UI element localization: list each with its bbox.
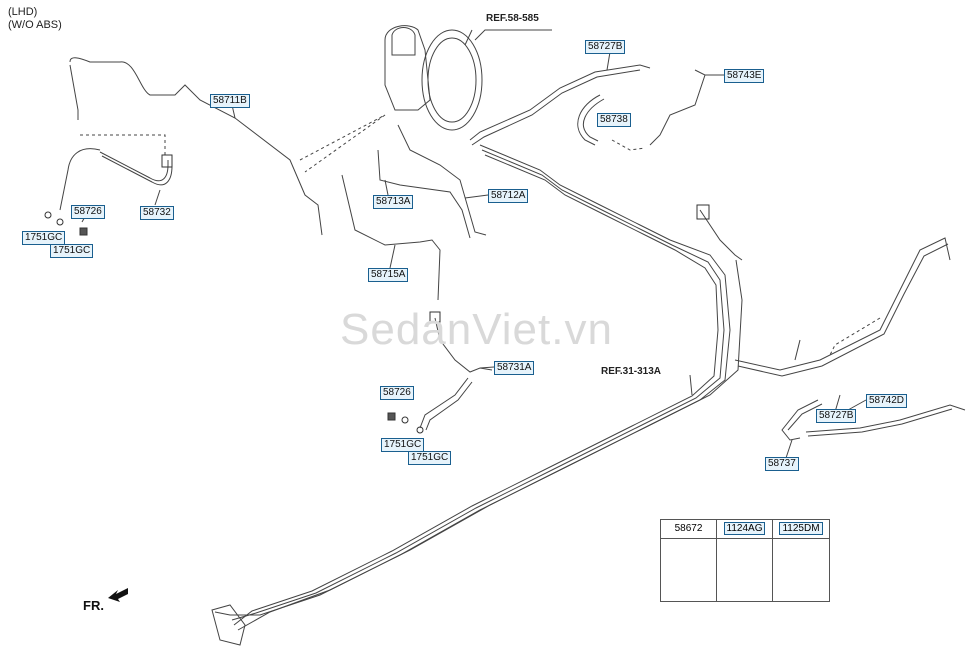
line-bracket (211, 604, 246, 646)
parts-table-col-1124AG: 1124AG (717, 520, 773, 601)
part-label-58726-left[interactable]: 58726 (71, 205, 105, 219)
parts-table-header-1125DM[interactable]: 1125DM (779, 522, 823, 535)
main-brake-lines (214, 144, 731, 616)
part-label-1751GC-b[interactable]: 1751GC (50, 244, 94, 258)
part-label-58743E[interactable]: 58743E (724, 69, 765, 83)
part-label-58738[interactable]: 58738 (597, 113, 631, 127)
part-label-58713A[interactable]: 58713A (373, 195, 414, 209)
part-label-58711B[interactable]: 58711B (210, 94, 250, 108)
part-label-58727B-right[interactable]: 58727B (816, 409, 857, 423)
part-label-1751GC-a[interactable]: 1751GC (22, 231, 66, 245)
watermark: SedanViet.vn (340, 305, 613, 354)
brake-line-58715A (341, 174, 441, 301)
hose-58738 (577, 94, 601, 146)
brake-line-58712A (397, 124, 487, 236)
variant-wo-abs: (W/O ABS) (8, 19, 62, 31)
brake-line-58727B (469, 64, 651, 141)
bleeder-screw (44, 211, 52, 219)
variant-header: (LHD) (W/O ABS) (8, 6, 62, 32)
brake-line-58742D (805, 404, 966, 433)
master-cylinder (384, 25, 431, 111)
part-label-58732[interactable]: 58732 (140, 206, 174, 220)
variant-lhd: (LHD) (8, 6, 38, 18)
front-direction-arrow-icon (108, 588, 128, 602)
ref-booster[interactable]: REF.58-585 (486, 13, 539, 24)
ref-lines[interactable]: REF.31-313A (601, 366, 662, 377)
part-label-58715A[interactable]: 58715A (368, 268, 409, 282)
parts-table-col-58672: 58672 (661, 520, 717, 601)
part-label-58731A[interactable]: 58731A (494, 361, 535, 375)
brake-booster (421, 29, 483, 131)
part-label-58726-mid[interactable]: 58726 (380, 386, 414, 400)
part-label-1751GC-d[interactable]: 1751GC (408, 451, 452, 465)
left-hose-58732 (59, 148, 169, 211)
parts-table-header-58672[interactable]: 58672 (674, 523, 703, 534)
brake-line-58743E (649, 69, 706, 146)
part-label-58737[interactable]: 58737 (765, 457, 799, 471)
left-front-brake-line (69, 57, 323, 236)
part-label-58712A[interactable]: 58712A (488, 189, 529, 203)
part-label-1751GC-c[interactable]: 1751GC (381, 438, 425, 452)
parts-table-header-1124AG[interactable]: 1124AG (723, 522, 766, 535)
rear-hose-58737 (781, 399, 819, 441)
parts-table: 58672 1124AG 1125DM (660, 519, 830, 602)
part-label-58742D[interactable]: 58742D (866, 394, 908, 408)
part-label-58727B-top[interactable]: 58727B (585, 40, 626, 54)
brake-line-58713A (377, 149, 471, 239)
parts-table-col-1125DM: 1125DM (773, 520, 829, 601)
front-direction-label: FR. (83, 598, 104, 613)
